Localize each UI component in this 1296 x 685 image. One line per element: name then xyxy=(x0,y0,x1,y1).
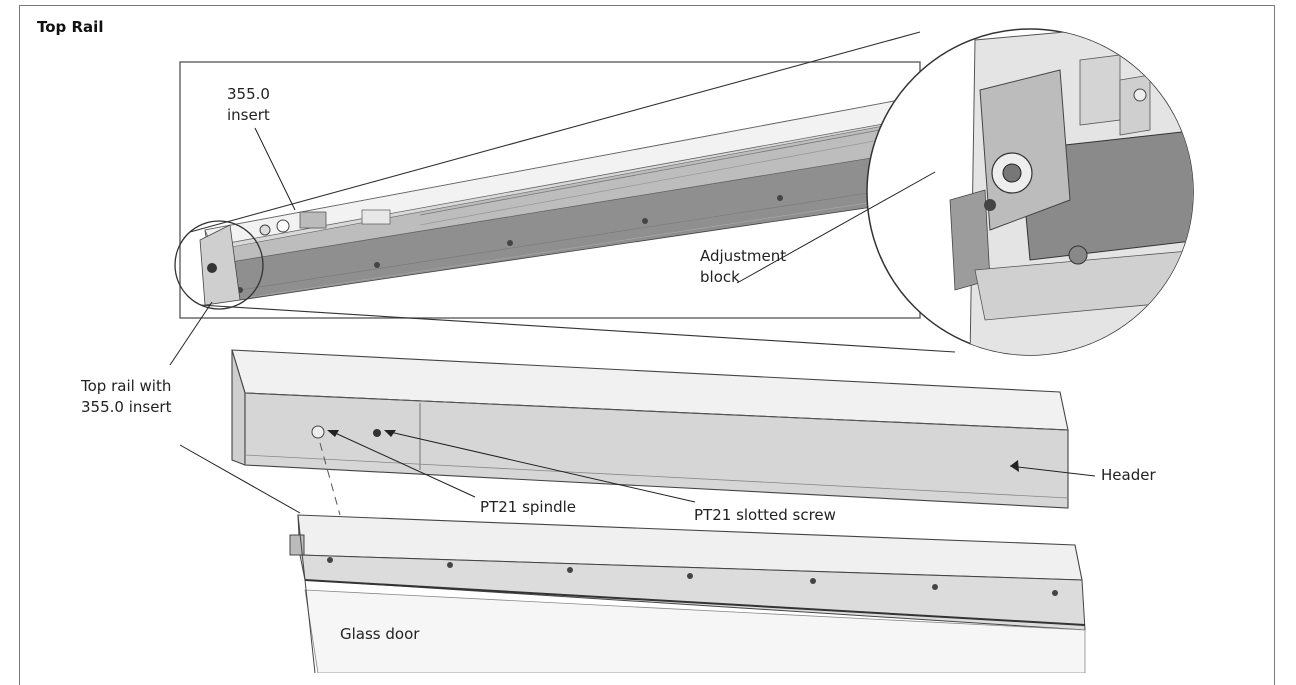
figure-title: Top Rail xyxy=(37,18,104,36)
adjustment-block-label: Adjustment block xyxy=(700,247,787,286)
insert-label: 355.0 insert xyxy=(227,85,270,124)
glass-door-label: Glass door xyxy=(340,625,420,643)
adjustment-block-detail xyxy=(949,29,1193,355)
magnifier-small xyxy=(174,220,264,310)
glass-door xyxy=(289,514,1086,673)
inset-rail xyxy=(204,99,921,301)
screw-label: PT21 slotted screw xyxy=(694,506,836,524)
spindle-label: PT21 spindle xyxy=(480,498,576,516)
leader-lines xyxy=(169,127,1096,514)
header-label: Header xyxy=(1101,466,1156,484)
figure-frame xyxy=(19,5,1275,685)
header-box xyxy=(231,349,1069,509)
top-rail-label: Top rail with 355.0 insert xyxy=(81,377,172,416)
